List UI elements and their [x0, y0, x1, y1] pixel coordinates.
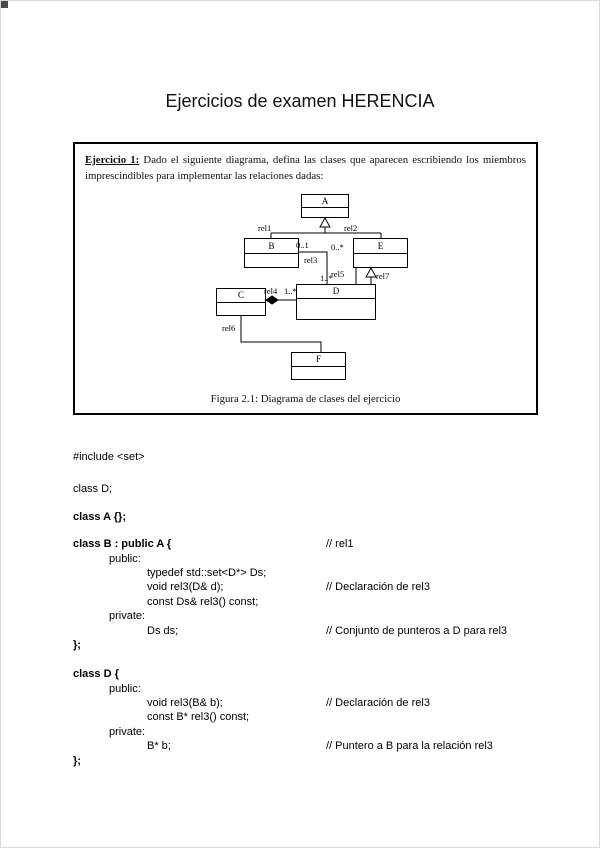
document-title: Ejercicios de examen HERENCIA [165, 91, 435, 111]
code-comment: // Declaración de rel3 [326, 697, 430, 710]
blank-line [73, 653, 539, 668]
relation-label-rel5: rel5 [331, 269, 345, 279]
relation-label-rel4: rel4 [264, 286, 278, 296]
exercise-figure: Ejercicio 1: Dado el siguiente diagrama,… [73, 142, 538, 415]
class-name-c: C [217, 289, 265, 303]
multiplicity-rel3-d: 0..* [331, 242, 344, 252]
blank-line [73, 525, 539, 538]
figure-caption: Figura 2.1: Diagrama de clases del ejerc… [210, 393, 401, 405]
class-box-c: C [216, 288, 266, 316]
relation-label-rel3: rel3 [304, 255, 318, 265]
code-text: public: [109, 682, 141, 695]
code-text: const B* rel3() const; [147, 711, 250, 724]
code-text: class B : public A { [73, 538, 172, 551]
multiplicity-rel4-c: 1..* [284, 286, 297, 296]
class-box-a: A [301, 194, 349, 218]
code-text: class D { [73, 668, 119, 681]
code-text: #include <set> [73, 451, 145, 463]
relation-label-rel1: rel1 [258, 223, 272, 233]
class-box-b: B [244, 238, 299, 268]
code-text: public: [109, 552, 141, 565]
class-name-f: F [292, 353, 345, 367]
exercise-label: Ejercicio 1: [85, 154, 140, 166]
relation-label-rel6: rel6 [222, 323, 236, 333]
scan-corner-artifact [1, 1, 8, 8]
class-box-f: F [291, 352, 346, 380]
code-line: Ds ds; // Conjunto de punteros a D para r… [73, 625, 539, 639]
code-text: void rel3(D& d); [147, 581, 224, 594]
code-line: const Ds& rel3() const; [73, 596, 539, 610]
code-text: Ds ds; [147, 624, 179, 637]
code-text: }; [73, 638, 81, 651]
code-text: class D; [73, 483, 113, 496]
code-text: void rel3(B& b); [147, 697, 223, 710]
code-line: class D; [73, 483, 539, 497]
class-name-d: D [297, 285, 375, 299]
connector-rel3 [299, 251, 328, 284]
code-comment: // Conjunto de punteros a D para rel3 [326, 624, 508, 637]
code-comment: // Declaración de rel3 [326, 581, 430, 594]
blank-line [73, 498, 539, 511]
code-line: class A {}; [73, 511, 539, 525]
code-text: }; [73, 754, 81, 767]
code-line: public: [73, 553, 539, 567]
code-comment: // rel1 [326, 538, 354, 551]
code-line: void rel3(B& b); // Declaración de rel3 [73, 697, 539, 711]
code-text: private: [109, 725, 146, 738]
code-line: }; [73, 755, 539, 769]
code-line: typedef std::set<D*> Ds; [73, 567, 539, 581]
uml-class-diagram: A B E C D F rel1 rel2 0..1 0..* rel3 rel… [75, 192, 536, 392]
code-listing: #include <set> class D; class A {}; clas… [73, 451, 539, 769]
inheritance-triangle-a [319, 216, 331, 228]
code-line: #include <set> [73, 451, 539, 465]
exercise-body: Dado el siguiente diagrama, defina las c… [85, 154, 527, 183]
code-text: class A {}; [73, 510, 126, 523]
connector-rel6 [240, 316, 322, 352]
code-line: void rel3(D& d); // Declaración de rel3 [73, 581, 539, 595]
code-line: }; [73, 639, 539, 653]
code-line: public: [73, 683, 539, 697]
code-line: private: [73, 726, 539, 740]
multiplicity-rel4-d: 1..* [320, 273, 333, 283]
class-box-d: D [296, 284, 376, 320]
class-box-e: E [353, 238, 408, 268]
code-comment: // Puntero a B para la relación rel3 [326, 740, 493, 753]
class-name-a: A [302, 195, 348, 208]
exercise-statement: Ejercicio 1: Dado el siguiente diagrama,… [85, 152, 526, 184]
diagram-connectors [240, 216, 382, 352]
blank-line [73, 465, 539, 483]
relation-label-rel2: rel2 [344, 223, 358, 233]
code-text: private: [109, 610, 146, 623]
multiplicity-rel3-b: 0..1 [296, 240, 309, 250]
code-line: const B* rel3() const; [73, 711, 539, 725]
inheritance-triangle-rel7 [365, 266, 377, 278]
code-line: class B : public A { // rel1 [73, 538, 539, 552]
aggregation-diamond-rel4 [265, 295, 279, 305]
code-text: typedef std::set<D*> Ds; [147, 566, 267, 579]
code-text: B* b; [147, 740, 171, 753]
code-line: class D { [73, 668, 539, 682]
code-line: private: [73, 610, 539, 624]
code-line: B* b; // Puntero a B para la relación rel… [73, 740, 539, 754]
class-name-e: E [354, 239, 407, 254]
class-name-b: B [245, 239, 298, 254]
code-text: const Ds& rel3() const; [147, 595, 259, 608]
relation-label-rel7: rel7 [376, 271, 390, 281]
